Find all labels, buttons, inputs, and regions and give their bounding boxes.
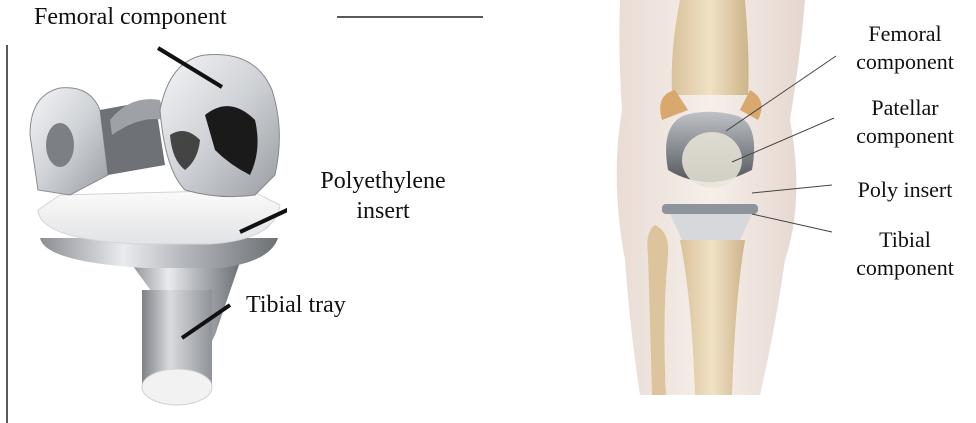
label-poly-insert: Poly insert bbox=[840, 176, 970, 204]
knee-anatomy-panel: Femoral component Patellar component Pol… bbox=[600, 0, 976, 423]
femoral-peg bbox=[46, 123, 74, 167]
label-tibial-tray: Tibial tray bbox=[246, 290, 346, 320]
polyethylene-insert bbox=[38, 190, 280, 244]
label-femoral-component: Femoral component bbox=[34, 2, 227, 32]
label-tibial-line1: Tibial bbox=[840, 226, 970, 254]
stem-tip bbox=[142, 369, 212, 405]
label-tibial-component: Tibial component bbox=[840, 226, 970, 282]
poly-insert bbox=[662, 204, 758, 214]
label-polyethylene-insert: Polyethylene insert bbox=[298, 166, 468, 226]
label-femoral-line2: component bbox=[840, 48, 970, 76]
label-patellar-line1: Patellar bbox=[840, 94, 970, 122]
label-femoral-line1: Femoral bbox=[840, 20, 970, 48]
patella bbox=[682, 132, 742, 188]
tibial-implant bbox=[670, 214, 752, 240]
label-poly-line1: Polyethylene bbox=[298, 166, 468, 196]
label-poly-line2: insert bbox=[298, 196, 468, 226]
label-patellar-component: Patellar component bbox=[840, 94, 970, 150]
femur-shaft bbox=[672, 0, 749, 95]
label-femoral-component-right: Femoral component bbox=[840, 20, 970, 76]
label-tibial-line2: component bbox=[840, 254, 970, 282]
label-patellar-line2: component bbox=[840, 122, 970, 150]
implant-illustration-panel: Femoral component Polyethylene insert Ti… bbox=[0, 0, 488, 423]
